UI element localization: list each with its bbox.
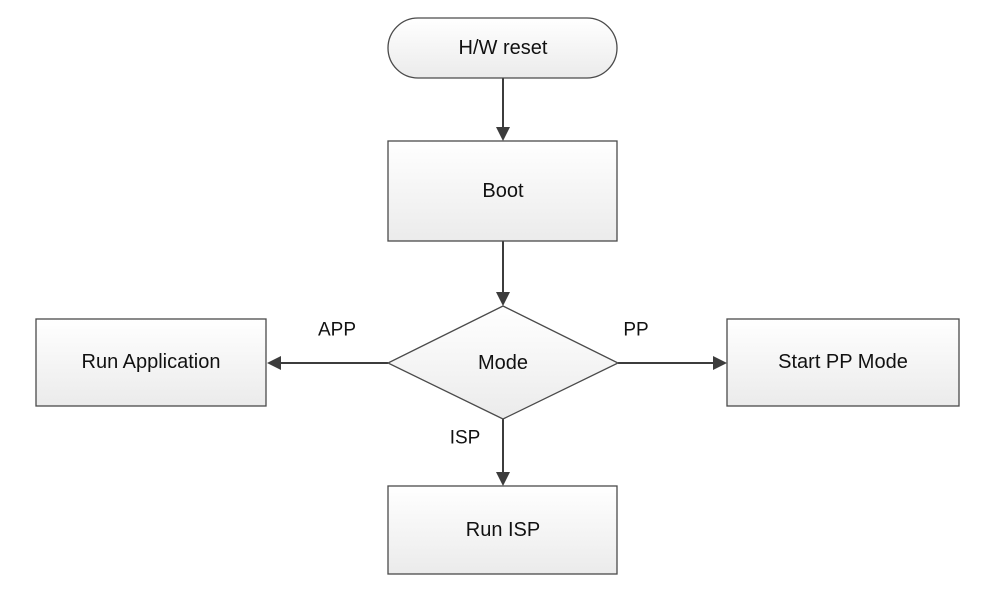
node-start-pp-mode-label: Start PP Mode [778, 351, 908, 373]
edge-boot-to-mode [496, 241, 510, 306]
edge-mode-to-pp [618, 356, 727, 370]
node-hw-reset-label: H/W reset [459, 37, 548, 59]
node-start-pp-mode: Start PP Mode [726, 318, 960, 407]
edge-label-app: APP [318, 320, 356, 341]
node-run-application: Run Application [35, 318, 267, 407]
node-hw-reset: H/W reset [387, 17, 618, 79]
node-run-isp: Run ISP [387, 485, 618, 575]
edge-reset-to-boot [496, 78, 510, 141]
node-mode-label: Mode [478, 352, 528, 374]
edge-mode-to-isp [496, 419, 510, 486]
edge-mode-to-app [267, 356, 388, 370]
edge-label-pp: PP [623, 320, 648, 341]
node-mode: Mode [386, 305, 620, 420]
node-boot: Boot [387, 140, 618, 242]
edge-label-isp: ISP [450, 428, 481, 449]
node-run-application-label: Run Application [82, 351, 221, 373]
node-run-isp-label: Run ISP [466, 519, 540, 541]
node-boot-label: Boot [482, 180, 524, 202]
